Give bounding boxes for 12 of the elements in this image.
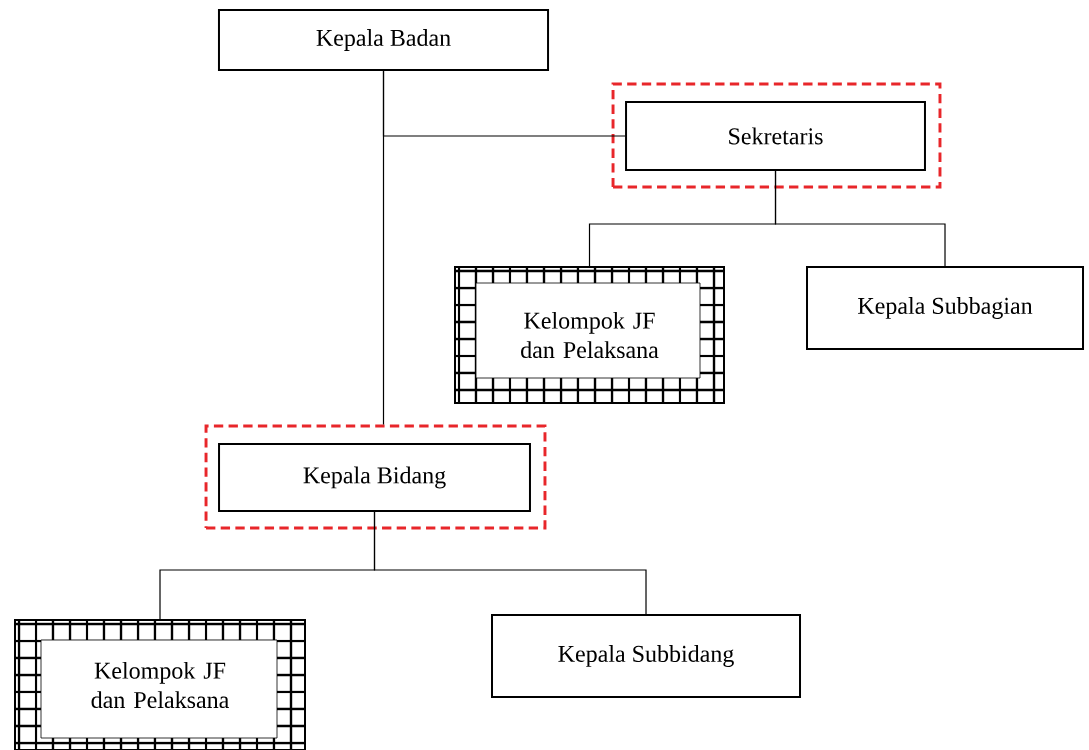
connector-line	[382, 70, 385, 426]
box: Kepala Badan	[217, 9, 550, 71]
hatched-box: Kelompok JF dan Pelaksana	[454, 266, 725, 404]
connector-line	[373, 511, 647, 615]
hatched-box: Kelompok JF dan Pelaksana	[14, 619, 306, 750]
box: Kepala Subbidang	[491, 614, 801, 698]
box: Kepala Subbagian	[806, 266, 1084, 350]
dashed-frame	[204, 424, 547, 530]
connector-line	[774, 170, 946, 267]
dashed-frame	[611, 82, 942, 189]
box: Kepala Bidang	[218, 443, 531, 512]
box: Sekretaris	[625, 101, 926, 171]
